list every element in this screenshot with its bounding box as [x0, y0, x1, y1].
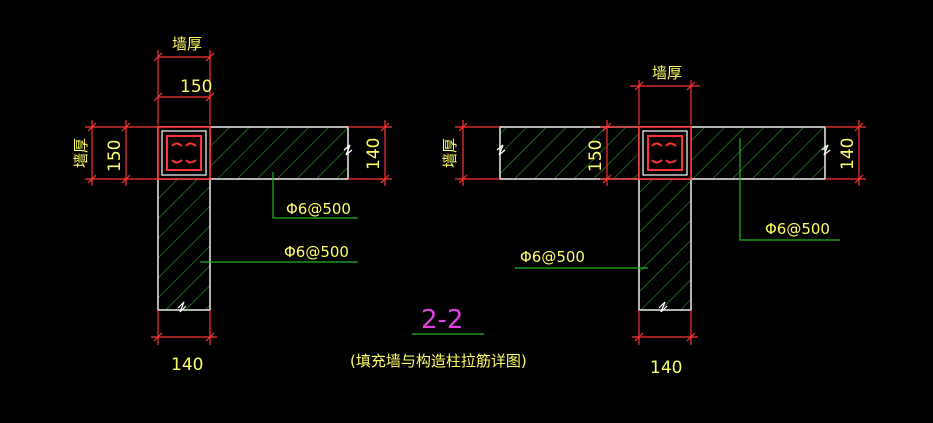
- right-rebar-leaders: [515, 138, 840, 269]
- right-right-dim: 140: [838, 138, 858, 170]
- left-rebar-stirrup: [166, 135, 202, 171]
- drawing-title: 2-2 (填充墙与构造柱拉筋详图): [350, 305, 527, 370]
- left-column-width: 150: [180, 77, 212, 97]
- left-rebar-top: Φ6@500: [286, 200, 351, 218]
- left-bottom-dim: 140: [171, 355, 203, 375]
- left-side-dim: 150: [105, 140, 125, 172]
- right-rebar-left: Φ6@500: [520, 248, 585, 266]
- right-wall-thickness-label: 墙厚: [652, 64, 682, 82]
- left-column: [157, 126, 211, 180]
- right-bottom-dim: 140: [650, 358, 682, 378]
- right-column-dim: 150: [586, 140, 606, 172]
- left-rebar-bottom: Φ6@500: [284, 243, 349, 261]
- right-rebar-right: Φ6@500: [765, 220, 830, 238]
- left-side-dimension: [85, 120, 158, 186]
- right-column-dimension: [600, 120, 639, 186]
- title-sub: (填充墙与构造柱拉筋详图): [350, 352, 527, 370]
- right-side-label: 墙厚: [441, 138, 459, 168]
- left-top-dimension: [153, 50, 215, 125]
- left-wall-thickness-label: 墙厚: [172, 35, 202, 53]
- left-rebar-leaders: [200, 172, 358, 263]
- right-column: [638, 126, 692, 180]
- left-bottom-dimension: [151, 310, 217, 345]
- right-right-dimension: [825, 120, 866, 186]
- right-rebar-stirrup: [647, 135, 683, 171]
- title-main: 2-2: [421, 305, 463, 335]
- left-right-dimension: [348, 120, 392, 186]
- right-detail: 墙厚 墙厚 150 140: [441, 64, 866, 378]
- right-top-dimension: [630, 80, 700, 125]
- right-side-dimension: [455, 120, 500, 186]
- right-bottom-dimension: [632, 310, 698, 345]
- left-detail: 墙厚 150 墙厚 150 140: [72, 35, 392, 375]
- left-side-label: 墙厚: [72, 138, 90, 168]
- left-right-dim: 140: [364, 138, 384, 170]
